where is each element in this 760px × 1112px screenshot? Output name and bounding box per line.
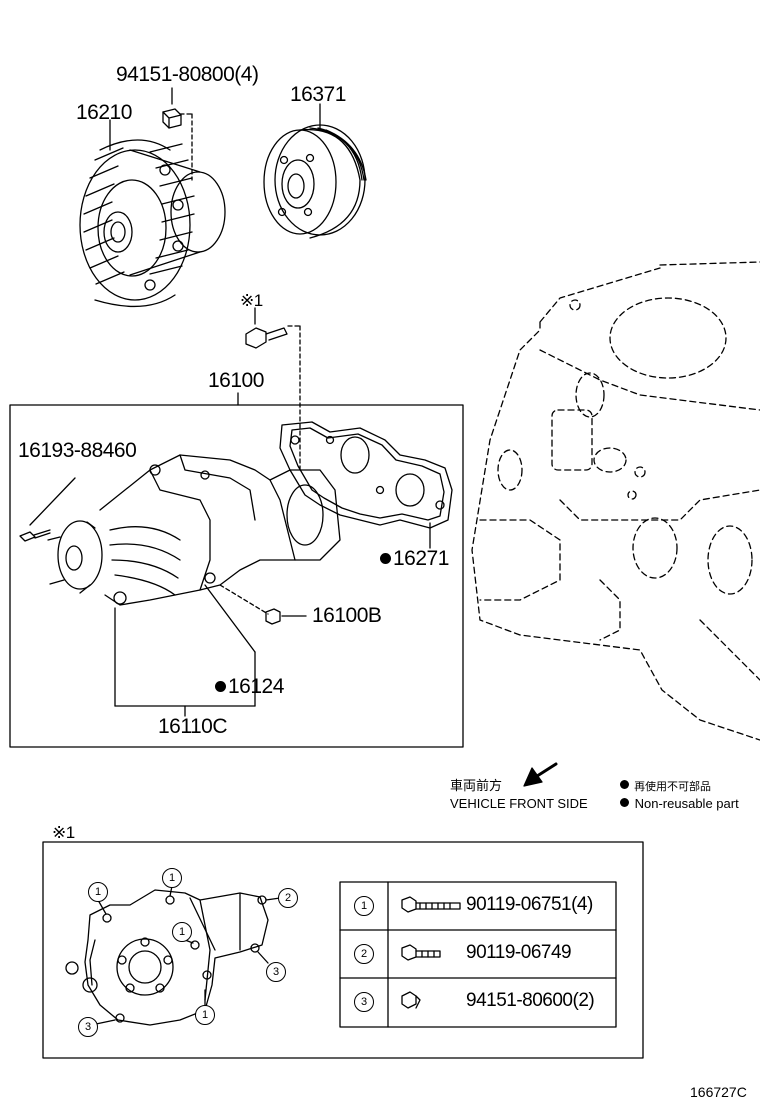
front-side-en: VEHICLE FRONT SIDE <box>450 796 588 811</box>
detail-circle: 1 <box>88 882 108 902</box>
label-gasket-b-text: 16124 <box>228 675 284 698</box>
detail-circle: 3 <box>78 1017 98 1037</box>
label-gasket-a: 16271 <box>380 548 449 570</box>
label-bolt-fan: 94151-80800(4) <box>116 63 259 86</box>
table-part-1: 90119-06751(4) <box>466 894 593 915</box>
label-plug: 16100B <box>312 604 382 627</box>
label-gasket-b: 16124 <box>215 676 284 698</box>
non-reusable-dot <box>380 553 391 564</box>
label-fan-clutch: 16210 <box>76 101 132 124</box>
table-key-1: 1 <box>354 896 374 916</box>
detail-ref-note: ※1 <box>52 823 75 842</box>
label-gasket-a-text: 16271 <box>393 547 449 570</box>
detail-circle: 3 <box>266 962 286 982</box>
bolt-icons <box>401 896 461 1009</box>
legend-dot <box>620 780 629 789</box>
non-reusable-dot <box>215 681 226 692</box>
detail-circle: 2 <box>278 888 298 908</box>
gasket-drawing <box>279 421 453 549</box>
pulley-drawing <box>263 103 367 239</box>
detail-circle: 1 <box>162 868 182 888</box>
legend-en-text: Non-reusable part <box>634 796 739 811</box>
table-part-3: 94151-80600(2) <box>466 990 595 1011</box>
front-side-jp: 車両前方 <box>450 778 503 793</box>
label-pulley: 16371 <box>290 83 346 106</box>
bolt-table-grid <box>339 881 617 1028</box>
label-stud-bolt: 16193-88460 <box>18 439 137 462</box>
fan-clutch-drawing <box>79 87 226 308</box>
table-key-3: 3 <box>354 992 374 1012</box>
table-key-2: 2 <box>354 944 374 964</box>
detail-circle: 1 <box>172 922 192 942</box>
plug-drawing <box>265 608 307 625</box>
bolt-ref-drawing <box>245 307 301 471</box>
water-pump-drawing <box>19 454 341 717</box>
engine-block-drawing <box>471 261 760 741</box>
detail-box <box>42 841 644 1059</box>
legend-dot <box>620 798 629 807</box>
detail-circle: 1 <box>195 1005 215 1025</box>
legend-en: Non-reusable part <box>620 796 739 812</box>
label-pump-sub: 16110C <box>158 715 228 738</box>
table-part-2: 90119-06749 <box>466 942 572 963</box>
label-pump-assy: 16100 <box>208 369 264 392</box>
legend-jp: 再使用不可部品 <box>620 779 711 795</box>
figure-id: 166727C <box>690 1084 747 1100</box>
detail-pump-outline <box>65 885 281 1026</box>
legend-jp-text: 再使用不可部品 <box>634 781 712 793</box>
pump-assy-box <box>9 404 464 748</box>
label-ref-note-top: ※1 <box>240 291 263 310</box>
